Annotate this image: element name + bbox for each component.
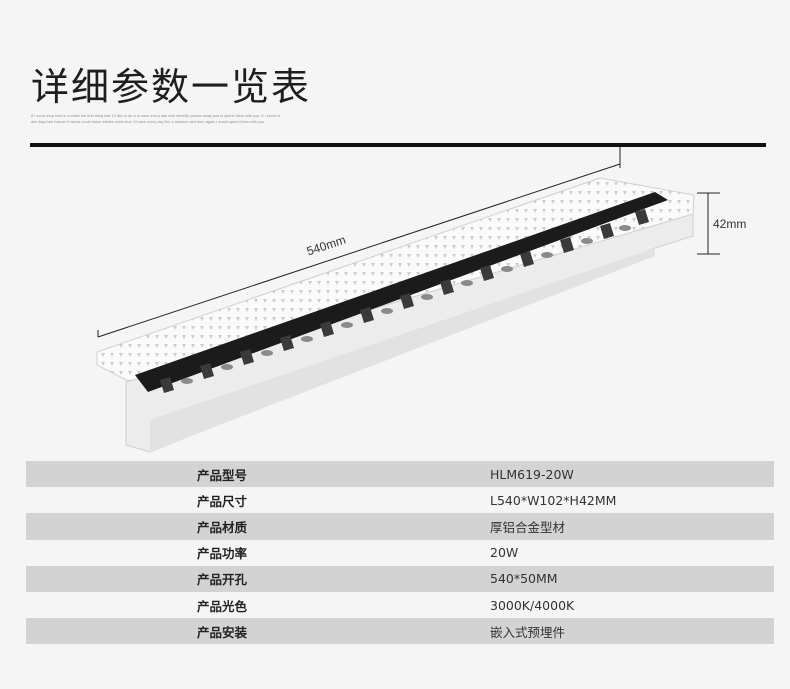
spec-row-size: 产品尺寸 L540*W102*H42MM bbox=[26, 487, 774, 514]
spec-row-installation: 产品安装 嵌入式预埋件 bbox=[26, 618, 774, 645]
spec-row-color-temp: 产品光色 3000K/4000K bbox=[26, 591, 774, 619]
spec-row-material: 产品材质 厚铝合金型材 bbox=[26, 513, 774, 540]
led-lenses bbox=[181, 225, 631, 384]
spec-table: 产品型号 HLM619-20W 产品尺寸 L540*W102*H42MM 产品材… bbox=[26, 461, 774, 645]
spec-value: 20W bbox=[490, 545, 519, 561]
spec-value: L540*W102*H42MM bbox=[490, 492, 617, 508]
height-dimension-line bbox=[697, 192, 720, 255]
spec-key: 产品型号 bbox=[197, 467, 248, 483]
spec-row-model: 产品型号 HLM619-20W bbox=[26, 461, 774, 488]
product-illustration bbox=[96, 147, 720, 453]
spec-value: 540*50MM bbox=[490, 571, 558, 587]
spec-value: 3000K/4000K bbox=[490, 597, 575, 613]
louver-channel bbox=[135, 192, 668, 392]
spec-key: 产品光色 bbox=[197, 598, 248, 614]
spec-value: HLM619-20W bbox=[490, 466, 574, 482]
height-dimension-label: 42mm bbox=[713, 217, 747, 231]
spec-value: 厚铝合金型材 bbox=[490, 519, 566, 535]
spec-row-power: 产品功率 20W bbox=[26, 539, 774, 566]
louver-cells bbox=[160, 209, 649, 393]
length-dimension-line bbox=[97, 147, 621, 338]
spec-key: 产品材质 bbox=[197, 519, 248, 535]
spec-key: 产品安装 bbox=[197, 624, 248, 640]
page-title: 详细参数一览表 bbox=[31, 65, 312, 109]
header-divider bbox=[30, 143, 766, 147]
spec-value: 嵌入式预埋件 bbox=[490, 624, 566, 640]
spec-key: 产品尺寸 bbox=[197, 493, 248, 509]
spec-key: 产品开孔 bbox=[197, 572, 248, 588]
spec-row-cutout: 产品开孔 540*50MM bbox=[26, 565, 774, 592]
spec-key: 产品功率 bbox=[197, 546, 248, 562]
subtitle-line-1: If I could stop time in a bottle the fir… bbox=[31, 114, 281, 118]
subtitle-line-2: ake days last forever if words could mak… bbox=[31, 120, 265, 124]
